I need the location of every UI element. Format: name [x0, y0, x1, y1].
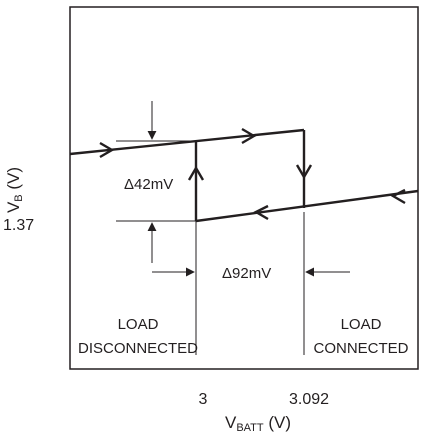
y-axis-label: VB (V) [4, 167, 25, 213]
y-axis-label-unit: (V) [4, 167, 23, 194]
x-axis-label: VBATT (V) [225, 413, 291, 434]
direction-arrow-down [295, 164, 313, 180]
load-disconnected-label-2: DISCONNECTED [78, 340, 198, 357]
upper-trace [69, 128, 305, 156]
direction-arrow-left-2 [253, 204, 269, 221]
y-tick-label: 1.37 [3, 217, 34, 234]
load-disconnected-label: LOAD [118, 316, 159, 333]
direction-arrow-right-2 [241, 127, 257, 145]
x-axis-label-sub: BATT [236, 422, 264, 434]
x-tick-label-3: 3 [199, 391, 208, 408]
direction-arrow-left-1 [390, 188, 406, 205]
load-connected-label: LOAD [341, 316, 382, 333]
direction-arrow-right-1 [99, 141, 115, 159]
x-axis-label-unit: (V) [264, 413, 291, 432]
delta-v-label: Δ42mV [124, 176, 173, 193]
delta-batt-label: Δ92mV [222, 265, 271, 282]
y-axis-label-main: V [4, 201, 23, 213]
plot-frame [69, 6, 419, 370]
x-axis-label-main: V [225, 413, 237, 432]
y-axis-label-sub: B [13, 194, 25, 201]
direction-arrow-up [187, 165, 205, 181]
load-connected-label-2: CONNECTED [313, 340, 408, 357]
x-tick-label-3092: 3.092 [289, 391, 329, 408]
lower-trace [195, 189, 419, 223]
